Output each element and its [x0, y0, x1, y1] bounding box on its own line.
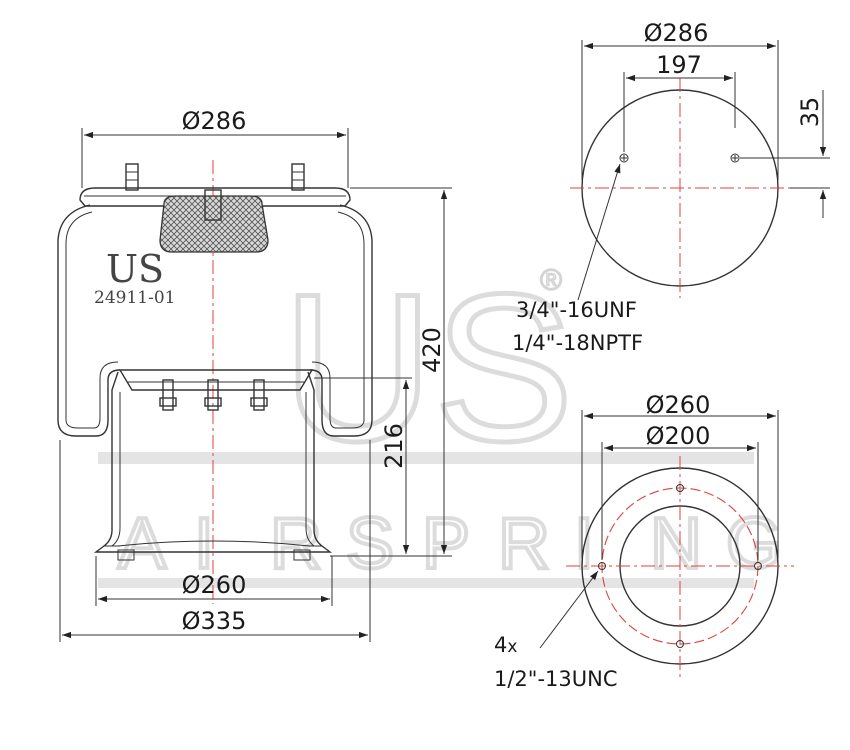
side-model-label: 24911-01 [94, 288, 175, 308]
dim-height: 420 [418, 327, 446, 373]
side-view: US 24911-01 Ø286 420 216 Ø260 Ø335 [57, 107, 452, 642]
bellows-outer [57, 204, 373, 437]
top-stud-left [125, 163, 139, 191]
bolt-hole-top [676, 484, 684, 492]
piston-top [118, 369, 314, 391]
dim-max-diameter: Ø335 [182, 607, 247, 635]
leader-stud [577, 163, 621, 301]
note-hole-count-suffix: x [507, 637, 517, 657]
piston-bolts [159, 379, 268, 411]
watermark-letter: R [498, 504, 550, 584]
base-nut-left [117, 549, 135, 561]
top-view: Ø286 197 35 3/4"-16UNF 1/4"-18NPTF [512, 19, 830, 355]
dim-offset: 35 [796, 97, 824, 128]
watermark-brand: US [282, 250, 574, 485]
top-bead-plate [79, 187, 351, 207]
dim-top-view-diameter: Ø286 [644, 19, 709, 47]
bumper [159, 195, 269, 253]
bolt-hole-right [754, 562, 762, 570]
piston-base-ring [104, 540, 322, 547]
dim-piston-height: 216 [380, 423, 408, 469]
dim-bolt-circle: Ø200 [646, 422, 711, 450]
air-fitting [204, 189, 222, 221]
dim-bottom-outer-diameter: Ø260 [646, 391, 711, 419]
bolt-hole-left [598, 562, 606, 570]
bellows-inner [65, 211, 365, 429]
watermark-bar-bottom [98, 578, 754, 588]
dim-base-diameter: Ø260 [182, 571, 247, 599]
bolt-hole-bottom [676, 640, 684, 648]
leader-bolt-hole [539, 570, 599, 649]
piston-body [93, 371, 333, 553]
note-hole-count: 4x [494, 633, 517, 657]
top-stud-hole-right [730, 153, 740, 163]
dim-stud-spacing: 197 [656, 51, 702, 79]
watermark-letter: I [194, 504, 214, 584]
top-stud-hole-left [619, 153, 629, 163]
base-nut-right [293, 549, 311, 561]
watermark-letter: N [650, 504, 702, 584]
watermark-letter: G [726, 504, 782, 584]
piston-inner-wall [111, 392, 315, 547]
note-bolt-thread: 1/2"-13UNC [494, 667, 618, 691]
note-port-thread: 1/4"-18NPTF [512, 331, 643, 355]
watermark-bar-top [98, 452, 754, 464]
note-stud-thread: 3/4"-16UNF [516, 298, 637, 322]
watermark-letter: P [422, 504, 470, 584]
watermark-registered-mark: ® [540, 264, 562, 297]
bottom-view: Ø260 Ø200 4x 1/2"-13UNC [494, 391, 794, 691]
note-hole-count-number: 4 [494, 633, 507, 657]
side-brand-label: US [106, 247, 164, 291]
top-stud-right [291, 163, 305, 191]
dim-top-diameter: Ø286 [182, 107, 247, 135]
